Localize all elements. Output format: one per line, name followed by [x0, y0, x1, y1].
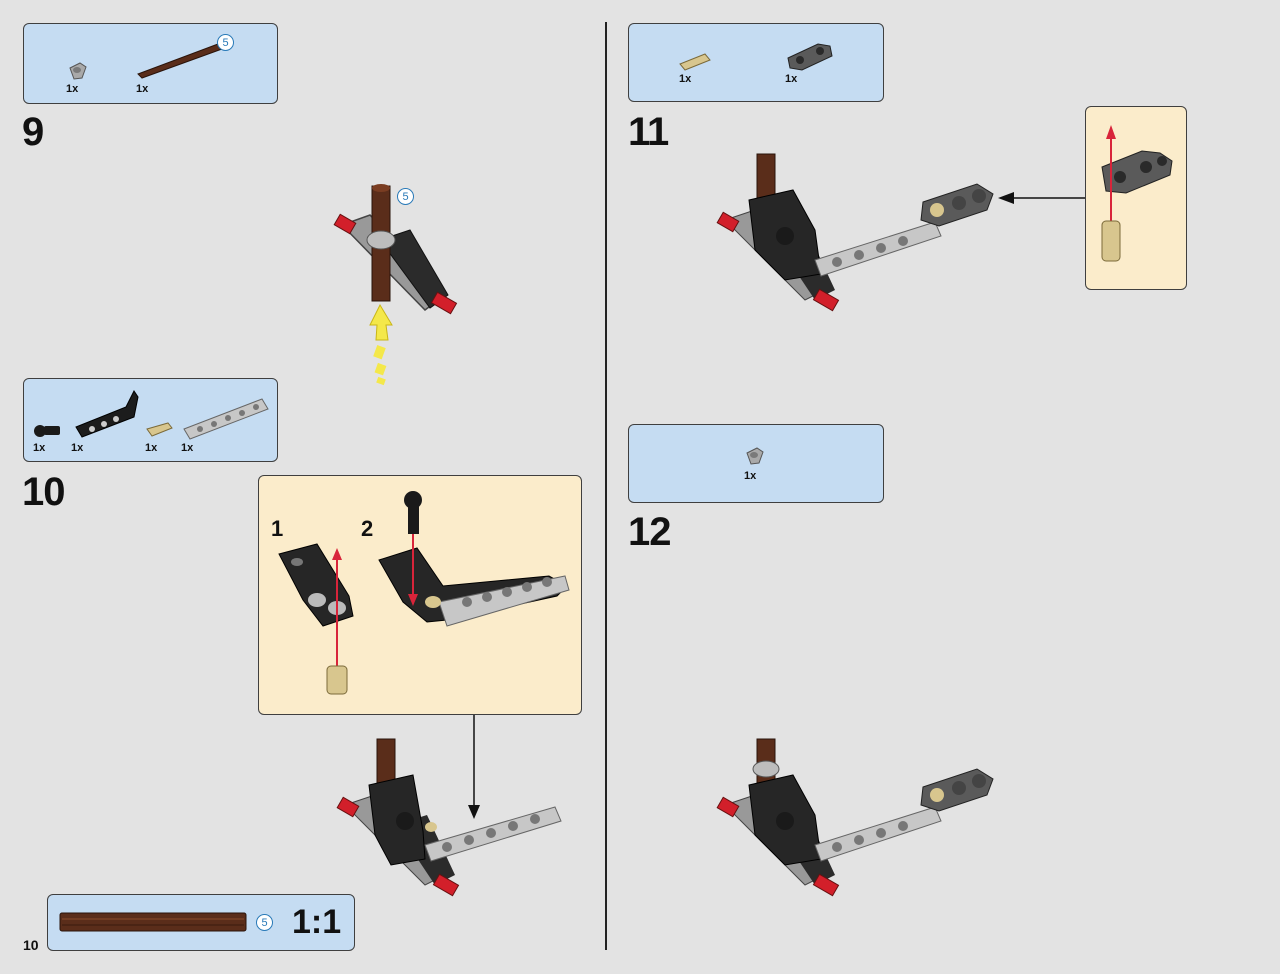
part-qty: 1x: [744, 470, 757, 482]
part-qty: 1x: [71, 442, 84, 454]
step-10-assembly: [336, 738, 562, 897]
page-number: 10: [23, 937, 39, 953]
brown-axle-icon: [59, 912, 247, 932]
tan-pin-icon: [679, 53, 711, 71]
sub-step-2-illustration: [378, 491, 570, 627]
dark-grey-connector-icon: [787, 43, 833, 71]
part-qty: 1x: [785, 73, 798, 85]
scale-ratio: 1:1: [292, 903, 342, 941]
ball-joint-icon: [34, 425, 60, 437]
step-11-parts-box: 1x 1x: [628, 23, 884, 102]
length-badge: 5: [217, 34, 234, 51]
step-10-parts-box: 1x 1x 1x 1x: [23, 378, 278, 462]
step-12-assembly: [716, 738, 994, 897]
page-divider: [605, 22, 607, 950]
sub-step-number: 2: [361, 516, 374, 541]
tan-pin-icon: [146, 422, 173, 437]
step-number: 12: [628, 510, 671, 554]
part-qty: 1x: [679, 73, 692, 85]
step-number: 9: [22, 110, 44, 154]
sub-step-1-illustration: [278, 543, 354, 695]
step-11-assembly: [716, 153, 994, 312]
grey-beam-icon: [183, 398, 269, 440]
step-12-parts-box: 1x: [628, 424, 884, 503]
brown-axle-icon: [137, 43, 223, 79]
step-number: 10: [22, 470, 65, 514]
part-qty: 1x: [181, 442, 194, 454]
step-number: 11: [628, 110, 669, 154]
scale-reference-box: 5 1:1: [47, 894, 355, 951]
length-badge: 5: [397, 188, 414, 205]
step-11-callout: [1085, 106, 1187, 290]
step-9-parts-box: 1x 1x 5: [23, 23, 278, 104]
grey-bush-icon: [746, 447, 764, 465]
part-qty: 1x: [66, 83, 79, 95]
step-10-callout: 1 2: [258, 475, 582, 715]
sub-step-number: 1: [271, 516, 284, 541]
length-badge: 5: [256, 914, 273, 931]
callout-illustration: [1101, 125, 1173, 262]
callout-arrow: [468, 715, 480, 819]
grey-bush-icon: [69, 62, 87, 80]
step-9-assembly: [333, 184, 458, 386]
part-qty: 1x: [33, 442, 46, 454]
part-qty: 1x: [136, 83, 149, 95]
black-angled-beam-icon: [75, 390, 139, 438]
part-qty: 1x: [145, 442, 158, 454]
callout-arrow: [998, 192, 1086, 204]
